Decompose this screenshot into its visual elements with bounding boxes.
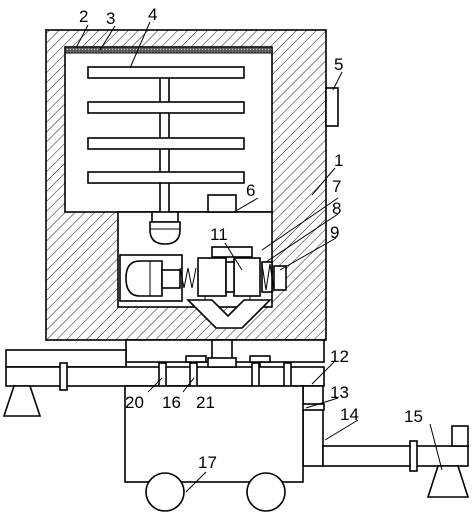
label-3: 3 [106, 9, 115, 28]
upper-motor [149, 211, 181, 245]
blade-4 [87, 171, 245, 184]
label-6: 6 [246, 181, 255, 200]
outflow-pipe [293, 385, 469, 472]
left-crusher-block [197, 257, 227, 297]
label-9: 9 [330, 223, 339, 242]
label-16: 16 [162, 393, 181, 412]
blade-3 [87, 137, 245, 150]
label-12: 12 [330, 347, 349, 366]
distribution-pipe [5, 349, 325, 401]
label-2: 2 [79, 7, 88, 26]
control-box [325, 87, 339, 127]
right-nozzle [426, 465, 470, 498]
blade-2 [87, 101, 245, 114]
blade-1 [87, 66, 245, 79]
label-1: 1 [334, 151, 343, 170]
leader-lines [75, 21, 443, 493]
left-wheel [145, 472, 185, 512]
part-labels: 2 3 4 5 1 6 7 8 9 11 12 13 14 15 20 16 2… [79, 5, 423, 472]
label-4: 4 [148, 5, 157, 24]
cart-body [124, 385, 304, 483]
label-11: 11 [210, 225, 228, 244]
label-5: 5 [334, 55, 343, 74]
mesh-filter [64, 46, 273, 54]
label-8: 8 [332, 199, 341, 218]
mixing-assembly [87, 66, 245, 214]
label-17: 17 [198, 453, 217, 472]
right-wheel [246, 472, 286, 512]
left-nozzle [2, 385, 42, 417]
crusher-assembly [186, 246, 287, 329]
label-7: 7 [332, 177, 341, 196]
label-13: 13 [330, 383, 349, 402]
label-15: 15 [404, 407, 423, 426]
label-20: 20 [125, 393, 144, 412]
label-21: 21 [196, 393, 215, 412]
label-14: 14 [340, 405, 359, 424]
funnel [186, 299, 272, 329]
drive-motor [125, 260, 197, 297]
end-cap [273, 265, 287, 291]
